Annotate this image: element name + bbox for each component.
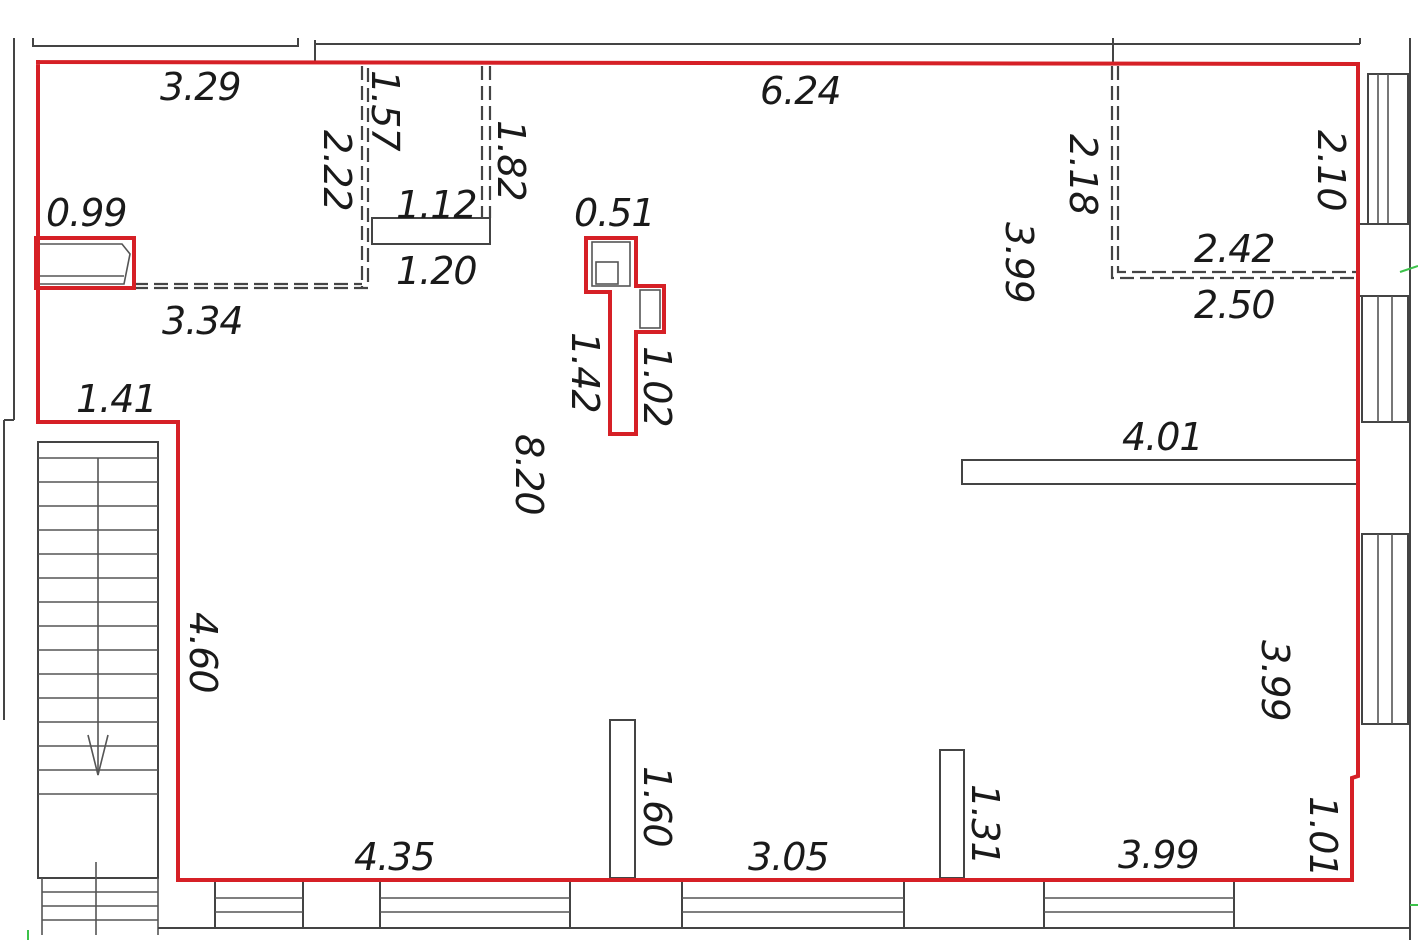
dim-3-99-right: 3.99	[1253, 640, 1297, 721]
staircase	[37, 441, 159, 935]
dim-1-82: 1.82	[489, 120, 533, 201]
building-walls	[3, 38, 1418, 940]
dim-1-41: 1.41	[76, 377, 157, 421]
dim-1-01: 1.01	[1301, 796, 1345, 877]
column-center	[584, 236, 666, 436]
dim-1-42: 1.42	[563, 332, 607, 413]
dim-2-42: 2.42	[1194, 227, 1275, 271]
dim-3-29: 3.29	[160, 65, 241, 109]
dim-2-18: 2.18	[1061, 134, 1105, 215]
dashed-partitions	[134, 66, 1358, 290]
dim-6-24: 6.24	[760, 69, 841, 113]
dim-4-60: 4.60	[181, 612, 225, 693]
dim-1-57: 1.57	[363, 70, 407, 151]
solid-partitions	[371, 217, 1359, 879]
dim-1-20: 1.20	[396, 249, 477, 293]
dim-3-34: 3.34	[162, 299, 243, 343]
dim-2-10: 2.10	[1309, 130, 1353, 211]
dim-1-02: 1.02	[635, 346, 679, 427]
arrow-down-icon	[87, 734, 109, 776]
bottom-windows	[158, 879, 1410, 929]
dim-2-22: 2.22	[315, 130, 359, 211]
dim-1-12: 1.12	[396, 183, 477, 227]
dim-4-01: 4.01	[1122, 415, 1203, 459]
dim-0-51: 0.51	[574, 191, 655, 235]
dim-3-05: 3.05	[748, 835, 829, 879]
dimension-labels: 3.29 1.57 2.22 1.82 1.12 1.20 0.99 3.34 …	[46, 65, 1353, 879]
ventilation-shaft-left	[34, 236, 136, 290]
dim-1-31: 1.31	[963, 784, 1007, 865]
dim-2-50: 2.50	[1194, 283, 1275, 327]
dim-4-35: 4.35	[354, 835, 435, 879]
dim-3-99-top: 3.99	[997, 222, 1041, 303]
premises-outline	[35, 60, 1360, 882]
dim-3-99-bottom: 3.99	[1118, 833, 1199, 877]
dim-8-20: 8.20	[507, 434, 551, 515]
dim-0-99: 0.99	[46, 191, 127, 235]
dim-1-60: 1.60	[635, 766, 679, 847]
